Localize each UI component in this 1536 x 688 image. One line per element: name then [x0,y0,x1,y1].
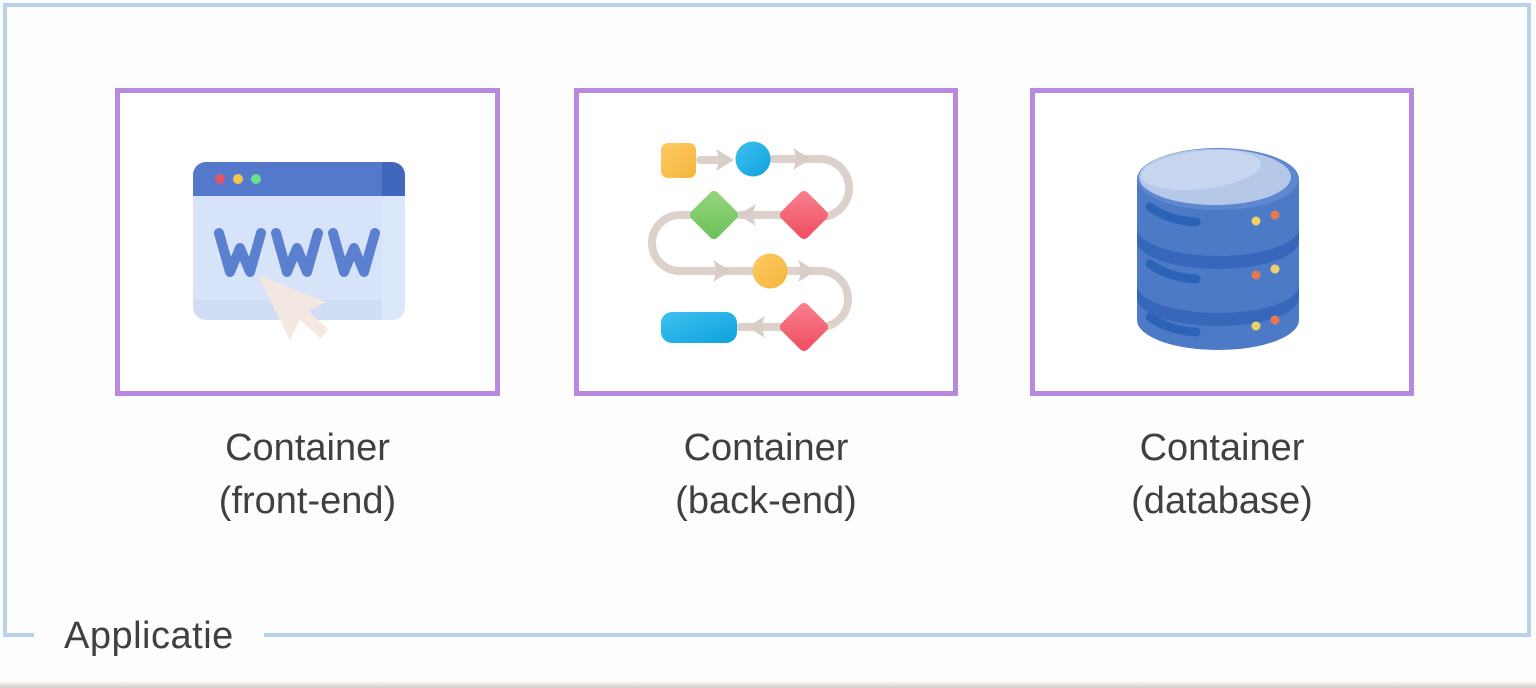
bottom-edge-shadow [0,681,1536,688]
container-title: Container [1139,427,1305,469]
container-box-back-end [574,88,958,396]
container-box-front-end [115,88,500,396]
application-group-box [3,3,1531,637]
container-label-database: Container (database) [1030,422,1414,528]
db-band-1 [1137,228,1299,269]
database-icon [1137,148,1299,350]
container-title: Container [225,427,390,469]
flowchart-icon [648,141,853,352]
window-dot-yellow [233,174,243,184]
browser-www-icon: www [193,162,405,341]
flow-node-diamond-red [779,190,829,240]
flow-node-diamond-green [689,190,739,240]
container-subtitle: (front-end) [218,480,397,522]
container-title: Container [683,427,849,469]
group-label: Applicatie [34,609,264,663]
db-indicator-dots [1251,210,1280,331]
flow-node-circle-blue [735,141,771,177]
flow-node-square [661,143,696,178]
flow-node-diamond-red2 [779,302,829,352]
window-dot-red [215,174,225,184]
flow-connectors [648,155,853,331]
flow-node-circle-yellow [752,253,788,289]
flow-node-rect-blue [661,312,737,343]
flow-arrowheads [713,148,816,338]
container-subtitle: (back-end) [675,480,857,522]
db-top-sheen [1141,150,1261,190]
db-band-2 [1137,285,1299,326]
window-dot-green [251,174,261,184]
www-glyphs [214,228,380,277]
db-dashes [1145,202,1201,337]
container-label-back-end: Container (back-end) [574,422,958,528]
container-label-front-end: Container (front-end) [115,422,500,528]
container-subtitle: (database) [1131,480,1313,522]
cursor-icon [258,275,329,341]
